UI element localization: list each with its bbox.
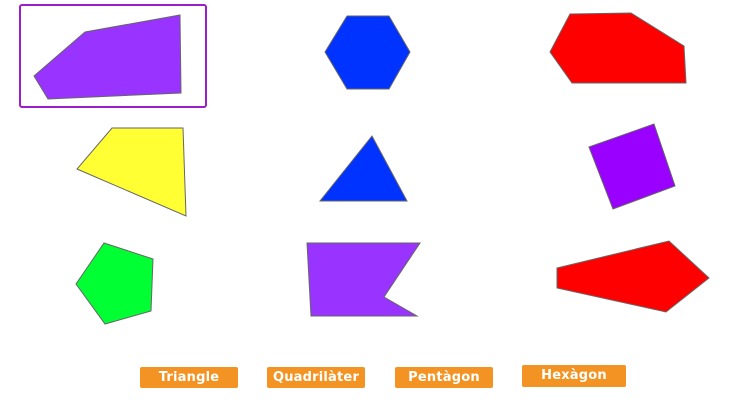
quadrilateral-button[interactable]: Quadrilàter bbox=[267, 367, 365, 388]
shape-quadrilateral-purple-selected[interactable] bbox=[33, 14, 182, 100]
shape-square-violet[interactable] bbox=[588, 123, 676, 210]
hexagon-button[interactable]: Hexàgon bbox=[522, 365, 626, 387]
shape-hexagon-blue[interactable] bbox=[324, 15, 411, 90]
triangle-button[interactable]: Triangle bbox=[140, 367, 238, 388]
shape-triangle-blue[interactable] bbox=[318, 135, 408, 202]
pentagon-button[interactable]: Pentàgon bbox=[395, 367, 493, 388]
shape-pentagon-purple-notched[interactable] bbox=[306, 242, 421, 317]
shape-pentagon-red-bottom[interactable] bbox=[556, 240, 710, 313]
shape-quadrilateral-yellow[interactable] bbox=[76, 127, 187, 217]
shape-pentagon-green[interactable] bbox=[75, 242, 154, 325]
shape-pentagon-red-top[interactable] bbox=[549, 12, 687, 84]
selection-box bbox=[19, 4, 207, 108]
